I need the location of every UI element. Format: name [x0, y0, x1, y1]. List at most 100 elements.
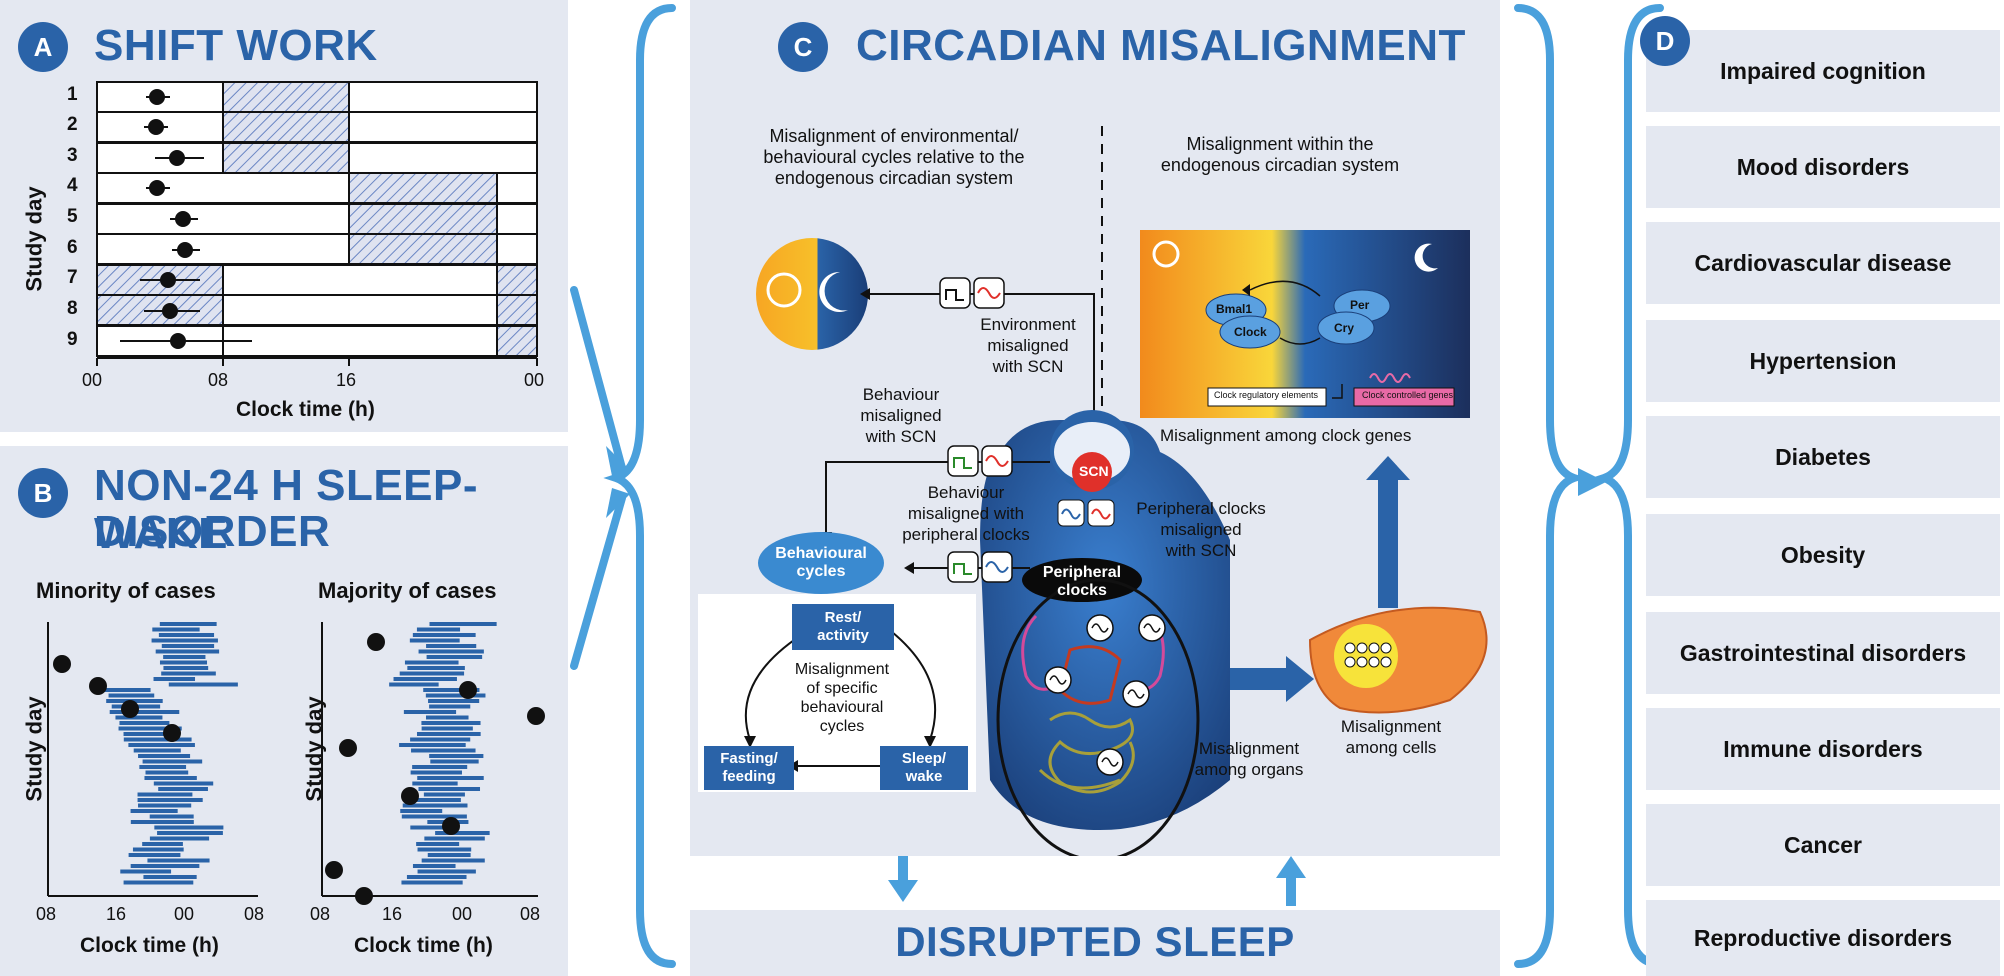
sleep-bar	[417, 776, 484, 780]
day-label: 9	[67, 329, 78, 350]
day-row-1	[96, 81, 538, 113]
b-xtick: 08	[244, 904, 265, 924]
scn-label: SCN	[1079, 463, 1109, 479]
sleep-bar	[412, 864, 456, 868]
sleep-bar	[389, 682, 439, 687]
actogram-minority	[97, 622, 238, 885]
day-label: 6	[67, 237, 78, 258]
sleep-bar	[426, 655, 483, 659]
sleep-bar	[429, 754, 484, 758]
sleep-bar	[138, 803, 192, 808]
day-row-5	[96, 203, 538, 235]
clock-genes-label: Misalignment among clock genes	[1160, 426, 1412, 445]
sleep-bar	[108, 693, 155, 698]
shift-work-chart	[96, 81, 538, 366]
sleep-bar	[144, 776, 197, 780]
sleep-bar	[401, 814, 467, 819]
sleep-bar	[109, 710, 180, 714]
sleep-bar	[416, 842, 460, 846]
sleep-bar	[123, 732, 175, 736]
sleep-bar	[130, 820, 194, 824]
b-xtick: 16	[106, 904, 127, 924]
sleep-bar	[402, 803, 468, 808]
disease-item: Cancer	[1646, 804, 2000, 886]
day-row-4	[96, 172, 538, 204]
day-row-2	[96, 111, 538, 143]
sleep-bar	[151, 638, 218, 643]
sleep-bar	[428, 699, 480, 703]
sleep-bar	[418, 787, 481, 791]
disrupted-sleep-label: DISRUPTED SLEEP	[895, 918, 1295, 965]
sleep-bar	[412, 781, 458, 786]
sleep-bar	[168, 682, 238, 687]
sleep-bar	[403, 710, 457, 714]
sleep-bar	[147, 858, 210, 863]
disrupted-sleep-box: DISRUPTED SLEEP	[690, 910, 1500, 976]
panel-a: A SHIFT WORK Study day 1 2 3 4 5 6 7 8 9	[0, 0, 568, 432]
sleep-bar	[399, 743, 466, 747]
sleep-bar	[130, 864, 200, 868]
sleep-bar	[404, 660, 459, 665]
fasting-feeding-box: Fasting/feeding	[704, 746, 794, 790]
disease-item: Obesity	[1646, 514, 2000, 596]
sleep-bar	[399, 671, 465, 676]
sleep-bar	[158, 633, 215, 637]
panel-b-xlabel-left: Clock time (h)	[80, 934, 219, 957]
sleep-bar	[417, 847, 472, 852]
sleep-bar	[139, 765, 187, 769]
sleep-bar	[123, 880, 194, 885]
day-label: 3	[67, 145, 78, 166]
sleep-bar	[430, 759, 479, 764]
b-xtick: 08	[36, 904, 57, 924]
panel-b-title-1: NON-24 H SLEEP-WAKE	[94, 461, 479, 558]
sleep-bar	[429, 704, 471, 709]
circadian-diagram	[698, 126, 1488, 856]
sleep-bar	[423, 792, 465, 797]
sleep-bar	[152, 627, 200, 632]
gene-cry: Cry	[1334, 321, 1355, 335]
sleep-bar	[159, 622, 217, 626]
sleep-bar	[132, 847, 184, 852]
sleep-bar	[142, 759, 203, 764]
sleep-bar	[421, 858, 485, 863]
sleep-bar	[119, 721, 170, 725]
panel-a-xlabel: Clock time (h)	[236, 398, 375, 421]
sleep-bar	[427, 853, 471, 857]
sleep-bar	[118, 726, 182, 731]
sleep-bar	[423, 688, 480, 692]
sleep-bar	[410, 825, 460, 830]
panel-c-title: CIRCADIAN MISALIGNMENT	[856, 21, 1466, 70]
sleep-bar	[410, 737, 471, 742]
sleep-bar	[154, 825, 224, 830]
sleep-bar	[425, 715, 469, 720]
sleep-bar	[161, 644, 215, 648]
gene-clock: Clock	[1234, 325, 1267, 339]
a-xtick: 00	[82, 370, 103, 390]
sleep-bar	[143, 875, 197, 879]
sleep-bar	[426, 644, 477, 648]
rest-activity-box: Rest/activity	[792, 604, 894, 650]
phase-markers	[120, 89, 252, 349]
sleep-bar	[142, 842, 183, 846]
sleep-bar	[115, 715, 163, 720]
majority-markers	[325, 633, 545, 905]
day-label: 5	[67, 206, 78, 227]
sleep-bar	[416, 732, 481, 736]
sleep-bar	[157, 831, 223, 835]
sleep-bar	[155, 649, 220, 654]
sleep-bar	[128, 743, 195, 747]
a-xtick: 16	[336, 370, 357, 390]
sleep-bar	[106, 699, 163, 703]
disease-item: Hypertension	[1646, 320, 2000, 402]
sleep-bar	[425, 693, 486, 698]
regulatory-elements: Clock regulatory elements	[1214, 390, 1319, 400]
disease-item: Reproductive disorders	[1646, 900, 2000, 976]
disease-item: Diabetes	[1646, 416, 2000, 498]
sleep-bar	[406, 875, 467, 879]
